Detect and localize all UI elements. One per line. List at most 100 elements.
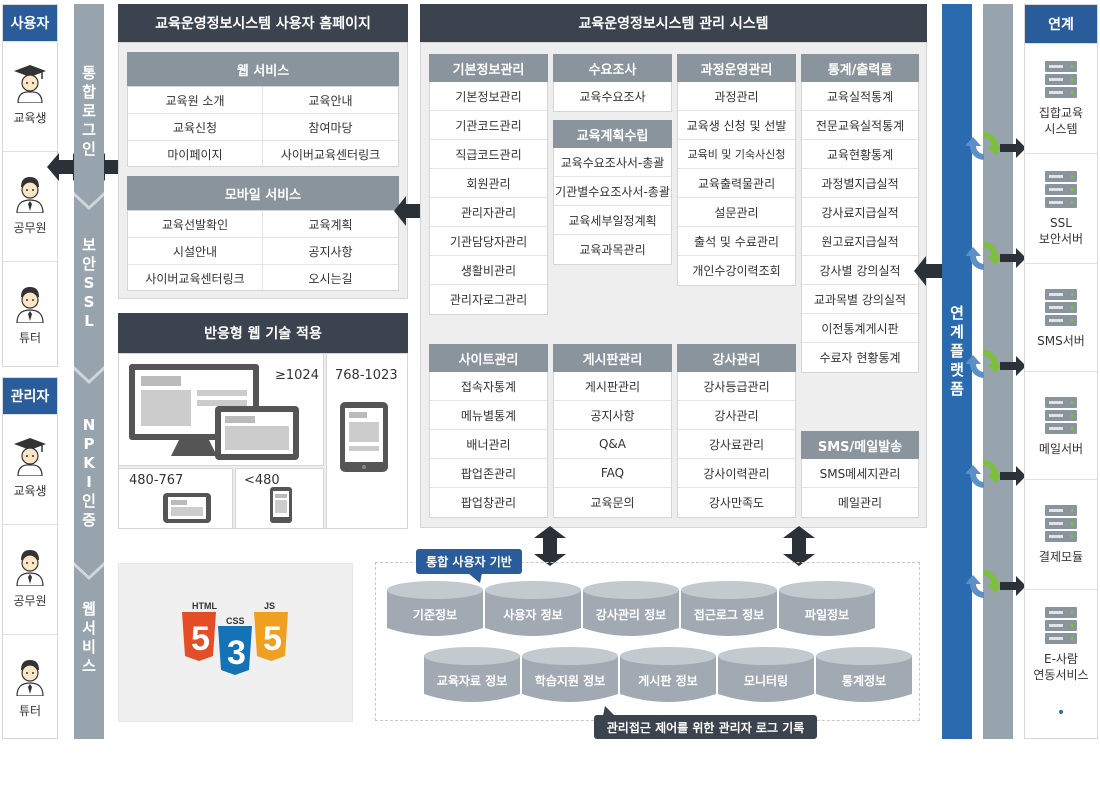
menu-item[interactable]: 기관코드관리	[430, 111, 547, 140]
user-tutor-label: 튜터	[18, 331, 42, 345]
menu-item[interactable]: 기본정보관리	[430, 82, 547, 111]
database-label: 통계정보	[841, 674, 887, 688]
menu-item[interactable]: 교육출력물관리	[678, 169, 795, 198]
mobile-service-title: 모바일 서비스	[127, 176, 399, 210]
web-service-item[interactable]: 사이버교육센터링크	[280, 148, 381, 162]
menu-item[interactable]: 원고료지급실적	[802, 227, 918, 256]
menu-item[interactable]: 교육문의	[590, 496, 635, 510]
database-icon	[718, 647, 814, 702]
menu-item[interactable]: 교육비 및 기숙사신청	[678, 140, 795, 169]
menu-item[interactable]: 강사료관리	[678, 430, 795, 459]
database-icon	[522, 647, 618, 702]
menu-item[interactable]: 관리자로그관리	[449, 293, 528, 307]
menu-item[interactable]: 강사만족도	[708, 496, 765, 510]
desktop-tablet-icon	[129, 364, 299, 460]
sync-icon	[966, 570, 1026, 598]
menu-item[interactable]: SMS메세지관리	[802, 459, 918, 488]
menu-item[interactable]: 강사별 강의실적	[802, 256, 918, 285]
menu-item[interactable]: 교육수요조사	[579, 90, 646, 104]
menu-item[interactable]: 강사등급관리	[678, 372, 795, 401]
menu-item[interactable]: 직급코드관리	[430, 140, 547, 169]
admins-panel-title: 관리자	[3, 378, 57, 414]
menu-item[interactable]: FAQ	[554, 459, 671, 488]
menu-item[interactable]: 기관담당자관리	[430, 227, 547, 256]
menu-item[interactable]: 접속자통계	[430, 372, 547, 401]
menu-item[interactable]: 출석 및 수료관리	[678, 227, 795, 256]
menu-item[interactable]: 강사관리	[678, 401, 795, 430]
phone-landscape-icon	[163, 493, 211, 523]
graduate-icon	[14, 65, 46, 103]
col-instructor-management-title: 강사관리	[677, 344, 796, 372]
database-cylinder: 강사관리 정보	[583, 580, 679, 638]
responsive-label-768: 768-1023	[335, 368, 398, 383]
menu-item[interactable]: 배너관리	[430, 430, 547, 459]
callout-pointer	[468, 573, 482, 583]
menu-item[interactable]: 강사료지급실적	[802, 198, 918, 227]
admin-official-label: 공무원	[13, 594, 47, 608]
strip-ssl: 보안SSL	[82, 236, 96, 330]
col-instructor-management: 강사관리 강사등급관리 강사관리 강사료관리 강사이력관리 강사만족도	[677, 344, 796, 518]
mobile-service-item[interactable]: 사이버교육센터링크	[128, 265, 263, 292]
mobile-service-item[interactable]: 교육선발확인	[128, 211, 263, 238]
menu-item[interactable]: 수료자 현황통계	[819, 351, 901, 365]
menu-item[interactable]: 강사이력관리	[678, 459, 795, 488]
integration-service-label: SMS서버	[1037, 333, 1085, 348]
col-course-operation: 과정운영관리 과정관리 교육생 신청 및 선발 교육비 및 기숙사신청 교육출력…	[677, 54, 796, 286]
css-label: CSS	[226, 616, 245, 626]
sync-icon	[966, 242, 1026, 270]
col-demand-survey-title: 수요조사	[553, 54, 672, 82]
menu-item[interactable]: 교과목별 강의실적	[802, 285, 918, 314]
chevron-down-icon	[74, 366, 104, 384]
col-board-management: 게시판관리 게시판관리 공지사항 Q&A FAQ 교육문의	[553, 344, 672, 518]
col-demand-survey: 수요조사 교육수요조사	[553, 54, 672, 112]
menu-item[interactable]: 메뉴별통계	[430, 401, 547, 430]
graduate-icon	[14, 438, 46, 476]
menu-item[interactable]: 과정별지급실적	[802, 169, 918, 198]
integration-service: SSL 보안서버	[1025, 153, 1097, 261]
web-service-item[interactable]: 참여마당	[263, 114, 398, 141]
mobile-service-item[interactable]: 교육계획	[263, 211, 398, 238]
web-service-item[interactable]: 교육원 소개	[128, 87, 263, 114]
menu-item[interactable]: 교육세부일정계획	[554, 206, 671, 235]
mobile-service-item[interactable]: 공지사항	[263, 238, 398, 265]
menu-item[interactable]: 생활비관리	[430, 256, 547, 285]
sync-icon	[966, 132, 1026, 160]
menu-item[interactable]: 이전통계게시판	[802, 314, 918, 343]
integration-service-label: E-사람 연동서비스	[1033, 651, 1089, 682]
database-icon	[583, 581, 679, 636]
menu-item[interactable]: 교육과목관리	[579, 243, 646, 257]
web-service-item[interactable]: 교육신청	[128, 114, 263, 141]
mobile-service-item[interactable]: 시설안내	[128, 238, 263, 265]
menu-item[interactable]: 설문관리	[678, 198, 795, 227]
menu-item[interactable]: 과정관리	[678, 82, 795, 111]
menu-item[interactable]: 회원관리	[430, 169, 547, 198]
svg-text:5: 5	[263, 620, 282, 658]
mobile-service-item[interactable]: 오시는길	[308, 272, 353, 286]
menu-item[interactable]: 메일관리	[837, 496, 883, 510]
menu-item[interactable]: 팝업존관리	[430, 459, 547, 488]
menu-item[interactable]: 교육실적통계	[802, 82, 918, 111]
col-sms-mail-title: SMS/메일발송	[801, 431, 919, 459]
menu-item[interactable]: 전문교육실적통계	[802, 111, 918, 140]
database-label: 교육자료 정보	[436, 674, 508, 688]
menu-item[interactable]: 팝업창관리	[460, 496, 517, 510]
menu-item[interactable]: 교육수요조사서-총괄	[554, 148, 671, 177]
integrated-user-base-callout: 통합 사용자 기반	[416, 549, 522, 574]
menu-item[interactable]: 교육생 신청 및 선발	[678, 111, 795, 140]
menu-item[interactable]: Q&A	[554, 430, 671, 459]
web-service-item[interactable]: 마이페이지	[128, 141, 263, 168]
database-icon	[620, 647, 716, 702]
menu-item[interactable]: 교육현황통계	[802, 140, 918, 169]
menu-item[interactable]: 개인수강이력조회	[692, 264, 781, 278]
user-student-label: 교육생	[13, 111, 47, 125]
integration-service: 결제모듈	[1025, 479, 1097, 587]
menu-item[interactable]: 기관별수요조사서-총괄	[554, 177, 671, 206]
integration-service: SMS서버	[1025, 263, 1097, 371]
menu-item[interactable]: 게시판관리	[554, 372, 671, 401]
menu-item[interactable]: 관리자관리	[430, 198, 547, 227]
web-service-item[interactable]: 교육안내	[263, 87, 398, 114]
menu-item[interactable]: 공지사항	[554, 401, 671, 430]
database-cylinder: 모니터링	[718, 646, 814, 704]
database-icon	[485, 581, 581, 636]
